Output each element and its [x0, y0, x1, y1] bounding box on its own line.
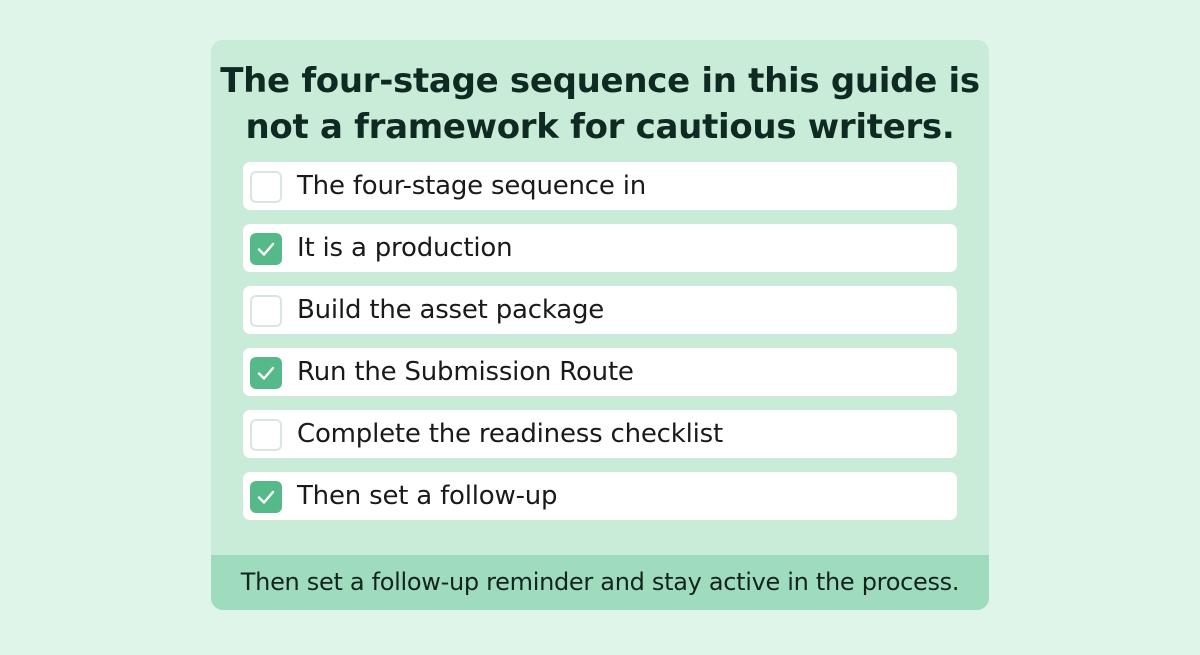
checklist-item-label: Then set a follow-up [297, 481, 558, 511]
checklist-item[interactable]: Run the Submission Route [242, 347, 958, 397]
checkmark-icon [257, 366, 275, 380]
checkbox[interactable] [250, 481, 282, 513]
checklist-card: The four-stage sequence in this guide is… [211, 40, 989, 610]
checkbox[interactable] [250, 233, 282, 265]
checklist: The four-stage sequence in It is a produ… [242, 161, 958, 533]
checkmark-icon [257, 242, 275, 256]
checklist-item-label: The four-stage sequence in [297, 171, 647, 201]
checklist-item[interactable]: Then set a follow-up [242, 471, 958, 521]
checkbox[interactable] [250, 295, 282, 327]
checklist-item-label: Run the Submission Route [297, 357, 634, 387]
checklist-item[interactable]: Complete the readiness checklist [242, 409, 958, 459]
footer-text: Then set a follow-up reminder and stay a… [240, 568, 960, 596]
title-line-2: not a framework for cautious writers. [245, 107, 955, 147]
title-line-1: The four-stage sequence in this guide is [220, 61, 980, 101]
checkbox[interactable] [250, 171, 282, 203]
checklist-item[interactable]: The four-stage sequence in [242, 161, 958, 211]
footer-banner: Then set a follow-up reminder and stay a… [211, 555, 989, 610]
checkbox[interactable] [250, 419, 282, 451]
checklist-item[interactable]: Build the asset package [242, 285, 958, 335]
checklist-item[interactable]: It is a production [242, 223, 958, 273]
checklist-item-label: Build the asset package [297, 295, 605, 325]
checkmark-icon [257, 490, 275, 504]
page-title: The four-stage sequence in this guide is… [211, 58, 989, 150]
checklist-item-label: Complete the readiness checklist [297, 419, 724, 449]
checkbox[interactable] [250, 357, 282, 389]
checklist-item-label: It is a production [297, 233, 513, 263]
